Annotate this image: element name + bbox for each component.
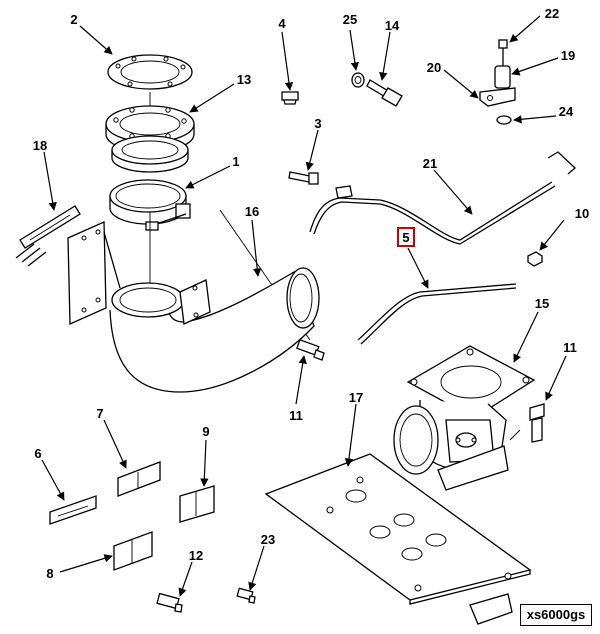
leader-lines: [41, 15, 567, 597]
callout-2: 2: [70, 12, 77, 27]
shim-part-6: [49, 495, 97, 525]
screw-part-3: [288, 171, 319, 185]
flange-part-13: [105, 105, 195, 173]
callout-5-highlight-box: [397, 227, 415, 247]
bolt-part-23: [236, 587, 256, 604]
nut-part-10: [527, 251, 543, 267]
callout-18: 18: [33, 138, 47, 153]
shim-part-8: [113, 531, 153, 571]
bolt-part-11-lower: [296, 338, 325, 361]
bracket-assembly-19-20-22-24: [479, 39, 516, 125]
washer-part-25: [351, 72, 365, 88]
bolt-part-12: [156, 592, 183, 613]
shim-part-9: [179, 485, 215, 523]
bolt-part-11-upper: [509, 403, 545, 443]
callout-9: 9: [202, 424, 209, 439]
callout-25: 25: [343, 12, 357, 27]
gasket-part-2: [107, 54, 193, 90]
shim-part-7: [117, 461, 161, 497]
clamp-part-1: [109, 179, 191, 231]
callout-4: 4: [278, 16, 286, 31]
callout-15: 15: [535, 296, 549, 311]
callout-23: 23: [261, 532, 275, 547]
callout-5: 5: [402, 230, 409, 245]
callout-22: 22: [545, 6, 559, 21]
callout-6: 6: [34, 446, 41, 461]
tube-part-5: [357, 283, 517, 345]
bolt-part-14: [366, 79, 403, 107]
callout-16: 16: [245, 204, 259, 219]
callout-21: 21: [423, 156, 437, 171]
callout-14: 14: [385, 18, 400, 33]
callout-labels: 2 13 1 4 25 14 22 19 20 24 3 18 16 21 10…: [33, 6, 589, 581]
callout-11-lower: 11: [289, 408, 303, 423]
callout-12: 12: [189, 548, 203, 563]
housing-part-15: [393, 345, 536, 491]
callout-1: 1: [232, 154, 239, 169]
callout-24: 24: [559, 104, 574, 119]
tube-part-21: [309, 151, 576, 245]
plug-part-4: [281, 91, 299, 105]
bracket-part-18: [15, 205, 81, 267]
base-plate-part-17: [264, 453, 532, 625]
callout-19: 19: [561, 48, 575, 63]
elbow-pipe-part-16: [67, 221, 320, 393]
callout-13: 13: [237, 72, 251, 87]
callout-10: 10: [575, 206, 589, 221]
callout-20: 20: [427, 60, 441, 75]
callout-11-upper: 11: [563, 340, 577, 355]
callout-8: 8: [46, 566, 53, 581]
callout-3: 3: [314, 116, 321, 131]
callout-7: 7: [96, 406, 103, 421]
figure-id-label: xs6000gs: [520, 604, 592, 626]
callout-17: 17: [349, 390, 363, 405]
